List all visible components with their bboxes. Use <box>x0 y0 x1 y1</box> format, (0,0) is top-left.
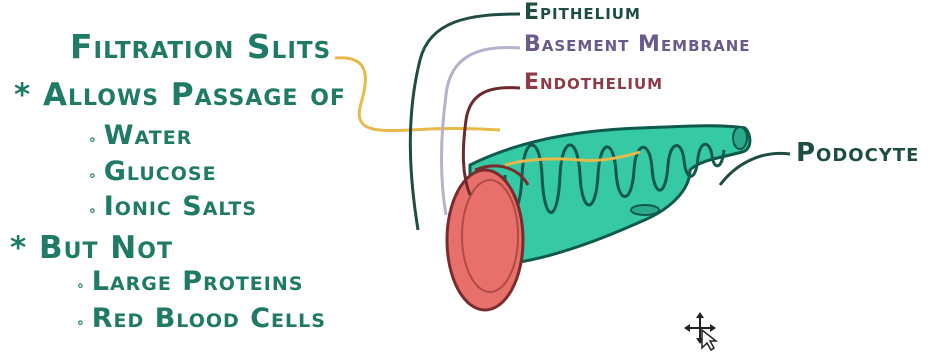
podocyte-process-tip <box>733 127 747 149</box>
basement-membrane-label: Basement Membrane <box>524 34 751 56</box>
endothelium-cut-face <box>447 170 523 310</box>
move-cursor-icon <box>684 312 716 350</box>
podocyte-label: Podocyte <box>796 140 919 166</box>
podocyte-nucleus <box>631 205 659 215</box>
podocyte-leader <box>720 153 790 185</box>
epithelium-label: Epithelium <box>524 2 641 24</box>
endothelium-label: Endothelium <box>524 72 663 94</box>
